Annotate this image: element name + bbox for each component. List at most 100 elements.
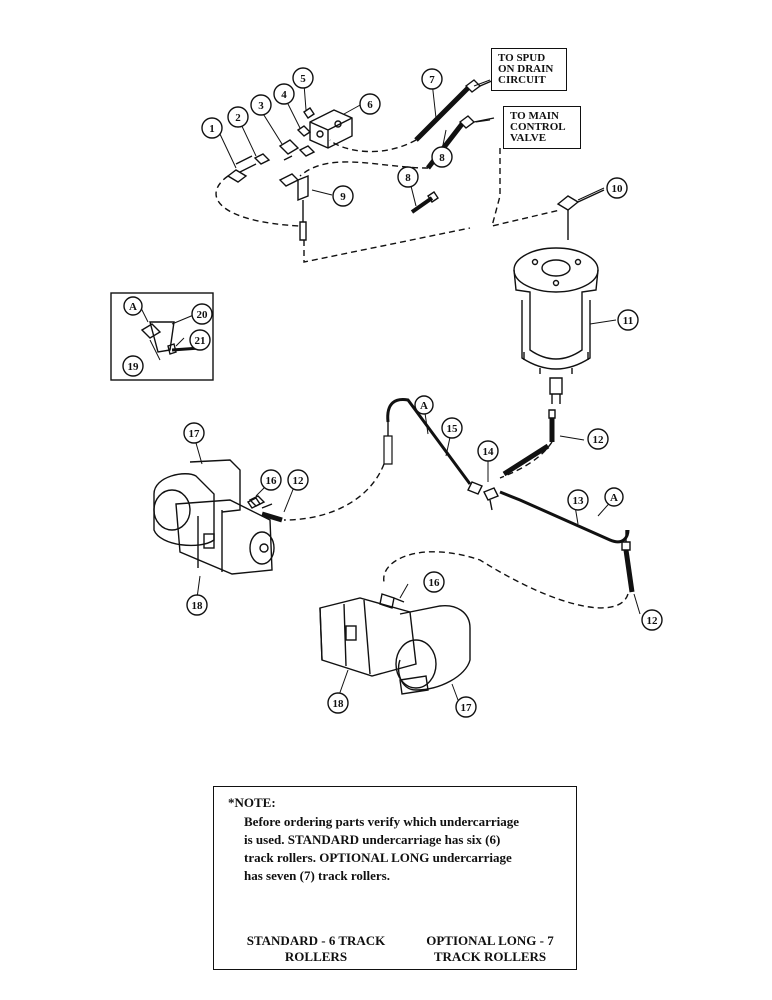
svg-text:12: 12: [647, 615, 659, 627]
svg-text:20: 20: [197, 309, 209, 321]
callout-16-right: 16: [423, 571, 445, 593]
label-spud-line-3: CIRCUIT: [498, 74, 546, 86]
hose-to-left-pump: [283, 463, 385, 521]
svg-text:14: 14: [483, 446, 495, 458]
tube-13: [499, 490, 631, 551]
standard-caption-line-2: ROLLERS: [284, 949, 348, 964]
svg-text:3: 3: [258, 100, 264, 112]
tee-14: [483, 443, 550, 511]
svg-text:A: A: [129, 301, 137, 313]
callout-6: 6: [359, 93, 381, 115]
svg-text:A: A: [420, 400, 428, 412]
leader-lines: [139, 79, 641, 701]
fitting-2: [253, 153, 271, 165]
hose-8-upper: [299, 115, 495, 177]
callout-17-right: 17: [455, 696, 477, 718]
callout-12-left: 12: [287, 469, 309, 491]
callout-a-detail: A: [123, 296, 143, 316]
callout-8-lower: 8: [397, 166, 419, 188]
callout-9: 9: [332, 185, 354, 207]
svg-text:18: 18: [192, 600, 204, 612]
callout-19: 19: [122, 355, 144, 377]
swivel-housing-11: [513, 247, 599, 404]
label-to-spud: TO SPUD ON DRAIN CIRCUIT: [491, 48, 567, 91]
callout-7: 7: [421, 68, 443, 90]
label-spud-line-2: ON DRAIN: [498, 63, 554, 75]
callout-13: 13: [567, 489, 589, 511]
standard-caption: STANDARD - 6 TRACK ROLLERS: [232, 933, 400, 965]
svg-text:A: A: [610, 492, 618, 504]
svg-text:10: 10: [612, 183, 624, 195]
note-line-2: is used. STANDARD undercarriage has six …: [244, 832, 501, 847]
svg-text:9: 9: [340, 191, 346, 203]
callout-12-right: 12: [641, 609, 663, 631]
pump-assembly-left: [153, 459, 275, 575]
callout-12-swivel: 12: [587, 428, 609, 450]
hose-7: [329, 79, 495, 153]
svg-text:6: 6: [367, 99, 373, 111]
svg-text:1: 1: [209, 123, 215, 135]
note-line-3: track rollers. OPTIONAL LONG undercarria…: [244, 850, 512, 865]
callout-3: 3: [250, 94, 272, 116]
label-main-line-1: TO MAIN: [510, 110, 559, 122]
svg-text:12: 12: [593, 434, 605, 446]
fitting-16-left: [246, 497, 262, 509]
fitting-1: [226, 155, 257, 183]
callout-8-upper: 8: [431, 146, 453, 168]
note-box: *NOTE: Before ordering parts verify whic…: [213, 786, 577, 970]
note-title: *NOTE:: [228, 795, 276, 810]
callout-2: 2: [227, 106, 249, 128]
svg-text:5: 5: [300, 73, 306, 85]
callout-18-right: 18: [327, 692, 349, 714]
fitting-9-tee: [297, 174, 309, 241]
svg-text:12: 12: [293, 475, 305, 487]
optional-caption: OPTIONAL LONG - 7 TRACK ROLLERS: [410, 933, 570, 965]
callout-10: 10: [606, 177, 628, 199]
svg-text:2: 2: [235, 112, 241, 124]
callout-a-tube-15: A: [414, 395, 434, 415]
label-spud-line-1: TO SPUD: [498, 52, 546, 64]
callout-11: 11: [617, 309, 639, 331]
hose-12-swivel: [499, 409, 556, 479]
dashed-route-1: [215, 175, 301, 227]
hose-12-left: [261, 511, 283, 523]
svg-text:21: 21: [195, 335, 206, 347]
optional-caption-line-1: OPTIONAL LONG - 7: [426, 933, 554, 948]
callout-1: 1: [201, 117, 223, 139]
label-main-line-3: VALVE: [510, 132, 547, 144]
callout-16-left: 16: [260, 469, 282, 491]
svg-text:11: 11: [623, 315, 633, 327]
dashed-route-2: [303, 227, 471, 263]
optional-caption-line-2: TRACK ROLLERS: [433, 949, 547, 964]
hose-12-right: [383, 549, 635, 609]
tube-15: [383, 398, 483, 495]
svg-text:8: 8: [405, 172, 411, 184]
callout-18-left: 18: [186, 594, 208, 616]
svg-text:16: 16: [266, 475, 278, 487]
note-line-1: Before ordering parts verify which under…: [244, 814, 519, 829]
valve-block-6: [309, 109, 353, 149]
callout-15: 15: [441, 417, 463, 439]
fitting-3: [278, 139, 300, 187]
callout-20: 20: [191, 303, 213, 325]
hose-8-lower: [410, 191, 439, 214]
svg-text:13: 13: [573, 495, 585, 507]
svg-text:18: 18: [333, 698, 345, 710]
standard-caption-line-1: STANDARD - 6 TRACK: [246, 933, 386, 948]
callout-a-tube-13: A: [604, 487, 624, 507]
svg-text:8: 8: [439, 152, 445, 164]
label-main-line-2: CONTROL: [510, 121, 566, 133]
swivel-10: [556, 189, 605, 240]
svg-text:16: 16: [429, 577, 441, 589]
svg-text:17: 17: [189, 428, 201, 440]
svg-text:19: 19: [128, 361, 140, 373]
callout-4: 4: [273, 83, 295, 105]
callout-17-left: 17: [183, 422, 205, 444]
fitting-5: [303, 107, 315, 119]
note-body: Before ordering parts verify which under…: [244, 813, 574, 885]
dashed-route-3: [491, 148, 561, 227]
label-to-main-control-valve: TO MAIN CONTROL VALVE: [503, 106, 581, 149]
svg-text:7: 7: [429, 74, 435, 86]
svg-text:4: 4: [281, 89, 287, 101]
callouts: 1 2 3 4 5 6 7 8 8 9 10 11 12 12 12 13 14…: [122, 67, 663, 718]
